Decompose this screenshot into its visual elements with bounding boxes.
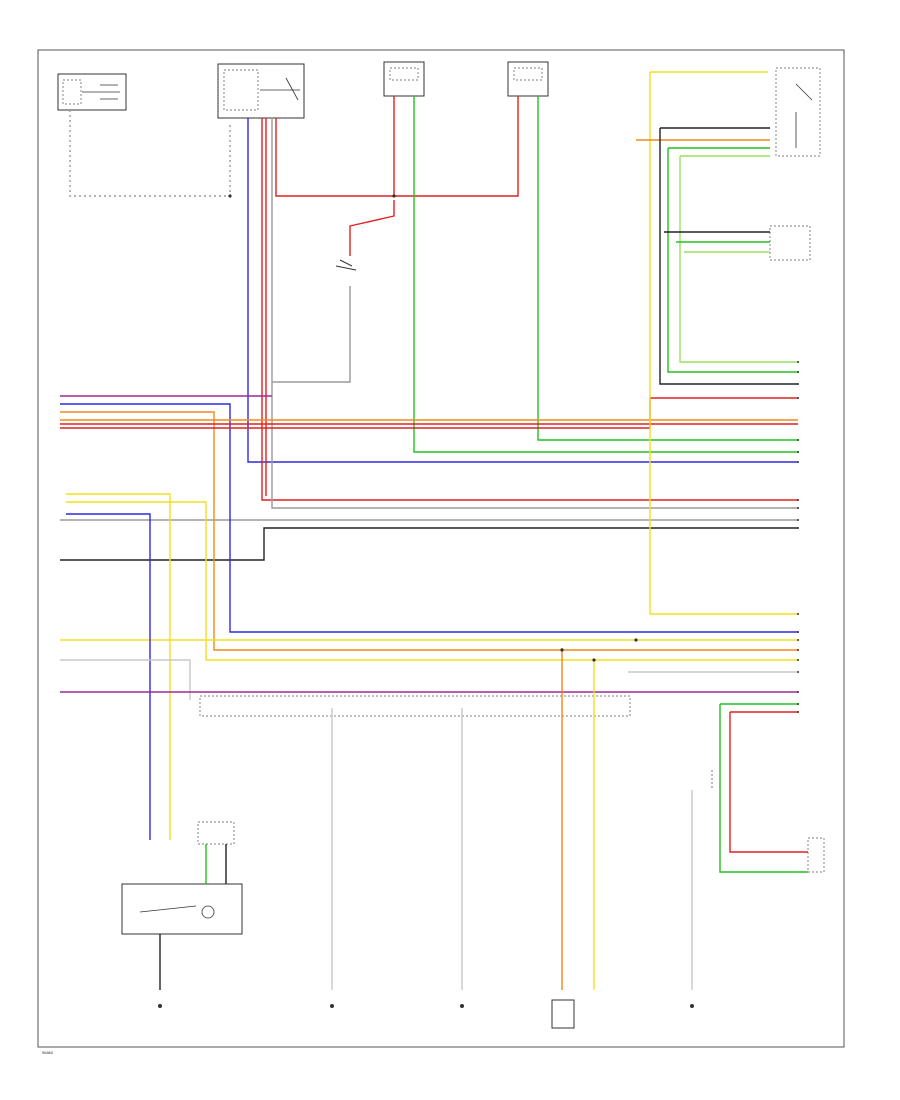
component-bottom-sensor	[551, 999, 575, 1029]
component-right-connector	[769, 225, 811, 261]
footer-code: 96860	[42, 1050, 54, 1055]
component-bottom-right-connector	[807, 837, 825, 873]
splice-junction-center	[199, 695, 631, 717]
component-top-center-module	[217, 63, 305, 119]
ground-symbol-center	[335, 259, 357, 271]
right-terminal-dots	[797, 361, 799, 713]
component-sensor-1	[383, 61, 425, 97]
wire-group	[60, 71, 808, 990]
component-top-left-connector	[57, 73, 127, 111]
ground-terminals-bottom	[158, 1004, 694, 1008]
component-top-right-relay	[775, 67, 821, 157]
component-bottom-left-switch	[121, 821, 243, 935]
component-sensor-2	[507, 61, 549, 97]
splice-dots	[228, 194, 638, 662]
diagram-frame	[37, 49, 845, 1048]
